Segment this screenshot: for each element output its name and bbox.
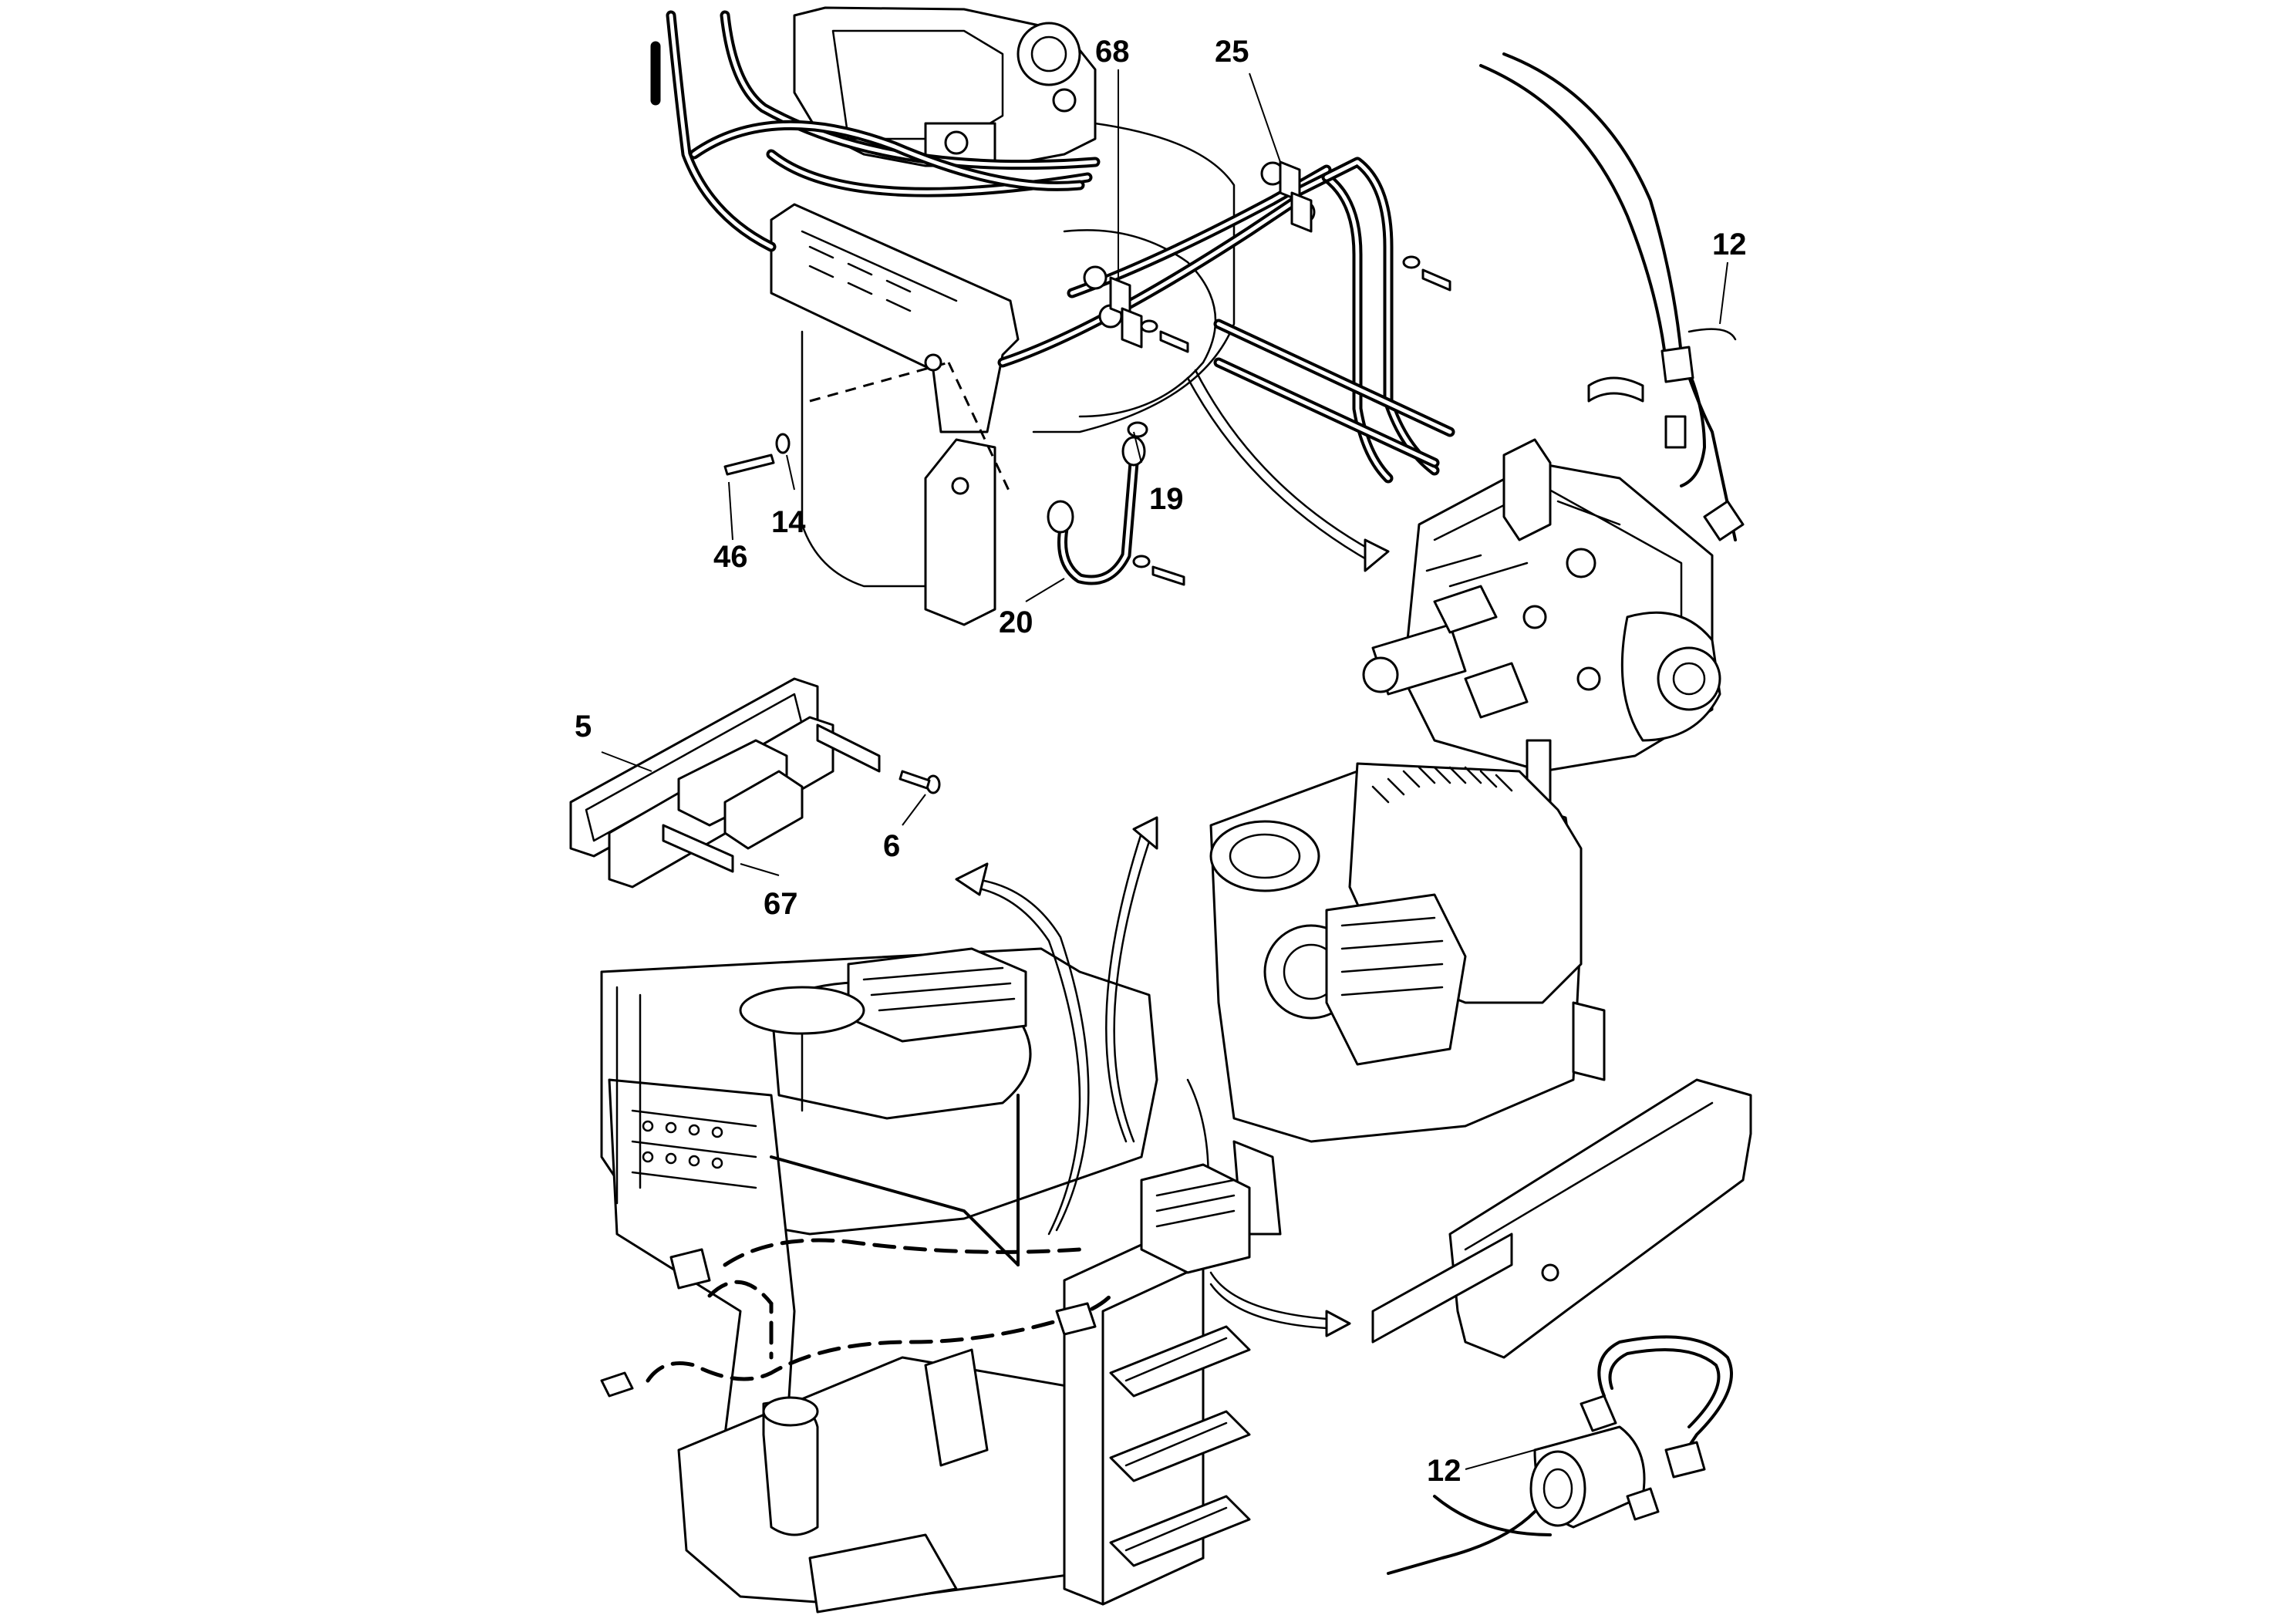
leader-lines (601, 69, 1728, 1470)
callout-19: 19 (1149, 482, 1184, 516)
callout-12-bottom: 12 (1427, 1454, 1462, 1488)
callout-68: 68 (1095, 35, 1130, 69)
step-ladder (1063, 1233, 1251, 1606)
rear-frame-rail (1371, 1078, 1752, 1359)
callout-25: 25 (1215, 35, 1249, 69)
ground-cable-20 (1047, 436, 1146, 585)
wiring-harness-12-top (1479, 52, 1745, 541)
callout-67: 67 (764, 887, 798, 921)
detail-arrows (955, 369, 1390, 1337)
callout-6: 6 (883, 829, 900, 863)
engine-upper-fragment (793, 6, 1236, 588)
control-valve-block (1140, 1163, 1251, 1274)
callout-labels: 68 25 12 19 14 46 20 5 6 67 12 (575, 35, 1747, 1488)
bolts-and-washers-top (723, 255, 1451, 586)
solenoid-assembly-12 (1387, 1335, 1733, 1575)
callout-12-top: 12 (1712, 228, 1747, 261)
hydraulic-pump (1362, 438, 1721, 804)
operator-frame (600, 947, 1158, 1614)
callout-5: 5 (575, 710, 592, 744)
callout-46: 46 (713, 540, 748, 574)
cover-plate-assembly (569, 677, 941, 889)
mounting-bracket (770, 203, 1020, 626)
hose-clamps-68 (1109, 160, 1313, 349)
callout-20: 20 (999, 605, 1033, 639)
callout-14: 14 (771, 505, 806, 539)
engine-block-lower (1186, 762, 1606, 1236)
wiring-harness-dashed (600, 1238, 1113, 1398)
